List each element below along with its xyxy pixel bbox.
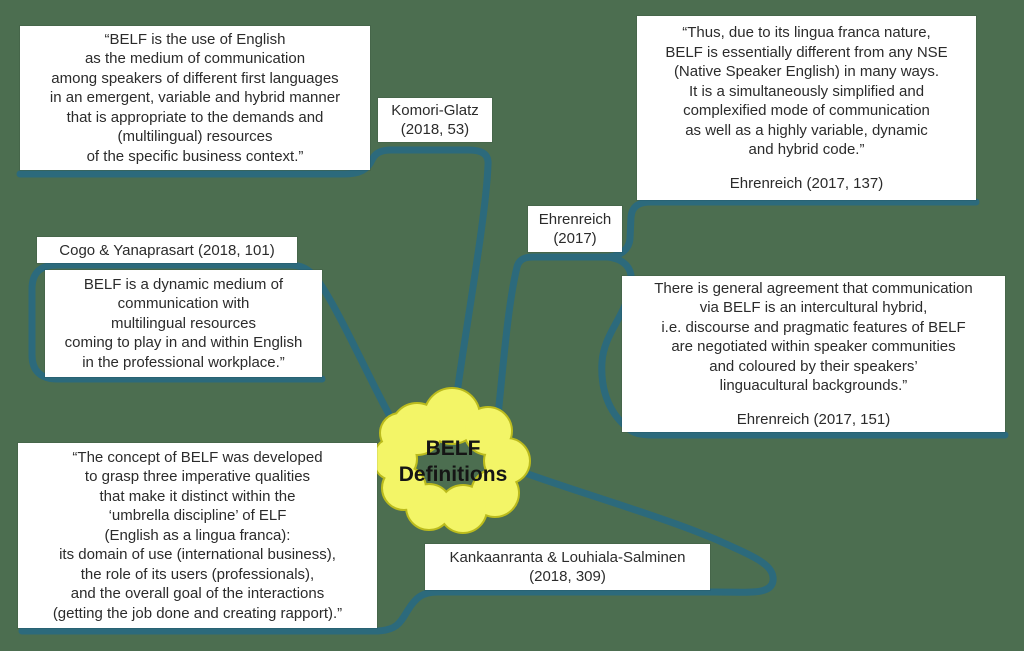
quote-box-cogo-yanaprasart: BELF is a dynamic medium of communicatio… <box>45 270 322 377</box>
citation-label-kankaanranta: Kankaanranta & Louhiala-Salminen (2018, … <box>425 544 710 590</box>
quote-text-ehrenreich-137: “Thus, due to its lingua franca nature, … <box>665 24 948 158</box>
citation-label-cogo-yanaprasart: Cogo & Yanaprasart (2018, 101) <box>37 237 297 263</box>
quote-text-komori-glatz: “BELF is the use of English as the mediu… <box>49 30 341 165</box>
citation-label-ehrenreich: Ehrenreich (2017) <box>528 206 622 252</box>
quote-text-cogo-yanaprasart: BELF is a dynamic medium of communicatio… <box>64 275 303 371</box>
branch-ehrenreich-upper <box>604 198 980 261</box>
citation-text-ehrenreich-137: Ehrenreich (2017, 137) <box>729 174 884 192</box>
quote-text-ehrenreich-151: There is general agreement that communic… <box>654 279 973 395</box>
citation-label-komori-glatz: Komori-Glatz (2018, 53) <box>378 98 492 142</box>
quote-text-kankaanranta: “The concept of BELF was developed to gr… <box>52 448 343 622</box>
quote-box-komori-glatz: “BELF is the use of English as the mediu… <box>20 26 370 170</box>
branch-kankaanranta <box>18 462 777 635</box>
citation-text-ehrenreich-151: Ehrenreich (2017, 151) <box>736 410 891 428</box>
quote-box-ehrenreich-151: There is general agreement that communic… <box>622 276 1005 432</box>
quote-box-kankaanranta: “The concept of BELF was developed to gr… <box>18 443 377 628</box>
branch-ehrenreich-lower <box>598 253 1009 439</box>
quote-box-ehrenreich-137: “Thus, due to its lingua franca nature, … <box>637 16 976 200</box>
branch-ehrenreich-trunk <box>493 253 612 428</box>
center-node-label: BELF Definitions <box>398 437 508 486</box>
branch-cogo-yanaprasart <box>28 261 401 432</box>
cloud-shape <box>372 387 531 534</box>
